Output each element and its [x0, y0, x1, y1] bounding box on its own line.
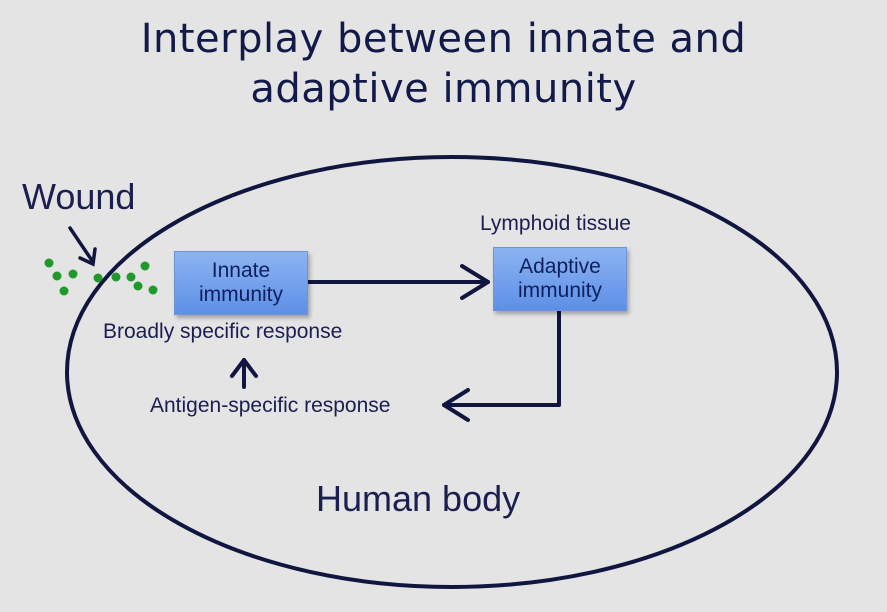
- adaptive-feedback-arrow: [442, 309, 561, 422]
- adaptive-box-line-1: Adaptive: [519, 255, 601, 278]
- human-body-ellipse: [65, 155, 839, 589]
- innate-immunity-box: Innate immunity: [174, 251, 308, 315]
- adaptive-immunity-box: Adaptive immunity: [493, 247, 627, 311]
- antigen-to-broad-arrow: [230, 358, 258, 389]
- title-line-1: Interplay between innate and: [140, 16, 747, 62]
- microbe-dots: [44, 258, 158, 296]
- innate-to-adaptive-arrow: [305, 264, 490, 300]
- human-body-label: Human body: [316, 478, 521, 519]
- adaptive-box-line-2: immunity: [517, 279, 602, 302]
- wound-label: Wound: [22, 176, 136, 217]
- broadly-specific-response-label: Broadly specific response: [103, 320, 343, 343]
- title-line-2: adaptive immunity: [250, 66, 637, 112]
- slide-title: Interplay between innate and adaptive im…: [0, 14, 887, 114]
- innate-box-line-1: Innate: [211, 259, 271, 282]
- wound-arrow: [68, 226, 97, 267]
- innate-box-line-2: immunity: [198, 283, 283, 306]
- lymphoid-tissue-label: Lymphoid tissue: [480, 212, 631, 235]
- antigen-specific-response-label: Antigen-specific response: [150, 394, 391, 417]
